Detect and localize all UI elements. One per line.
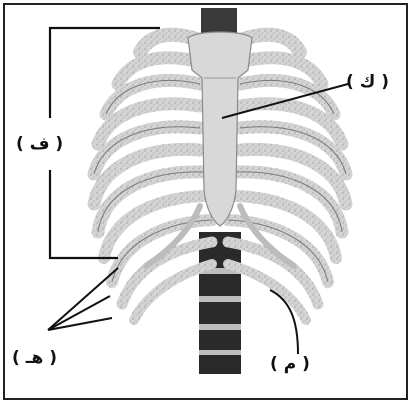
label-m: ( م )	[270, 354, 310, 374]
label-f: ( ف )	[16, 134, 63, 154]
label-h: ( هـ )	[12, 348, 57, 368]
label-k: ( ك )	[346, 72, 389, 92]
leaders-h	[48, 268, 118, 330]
